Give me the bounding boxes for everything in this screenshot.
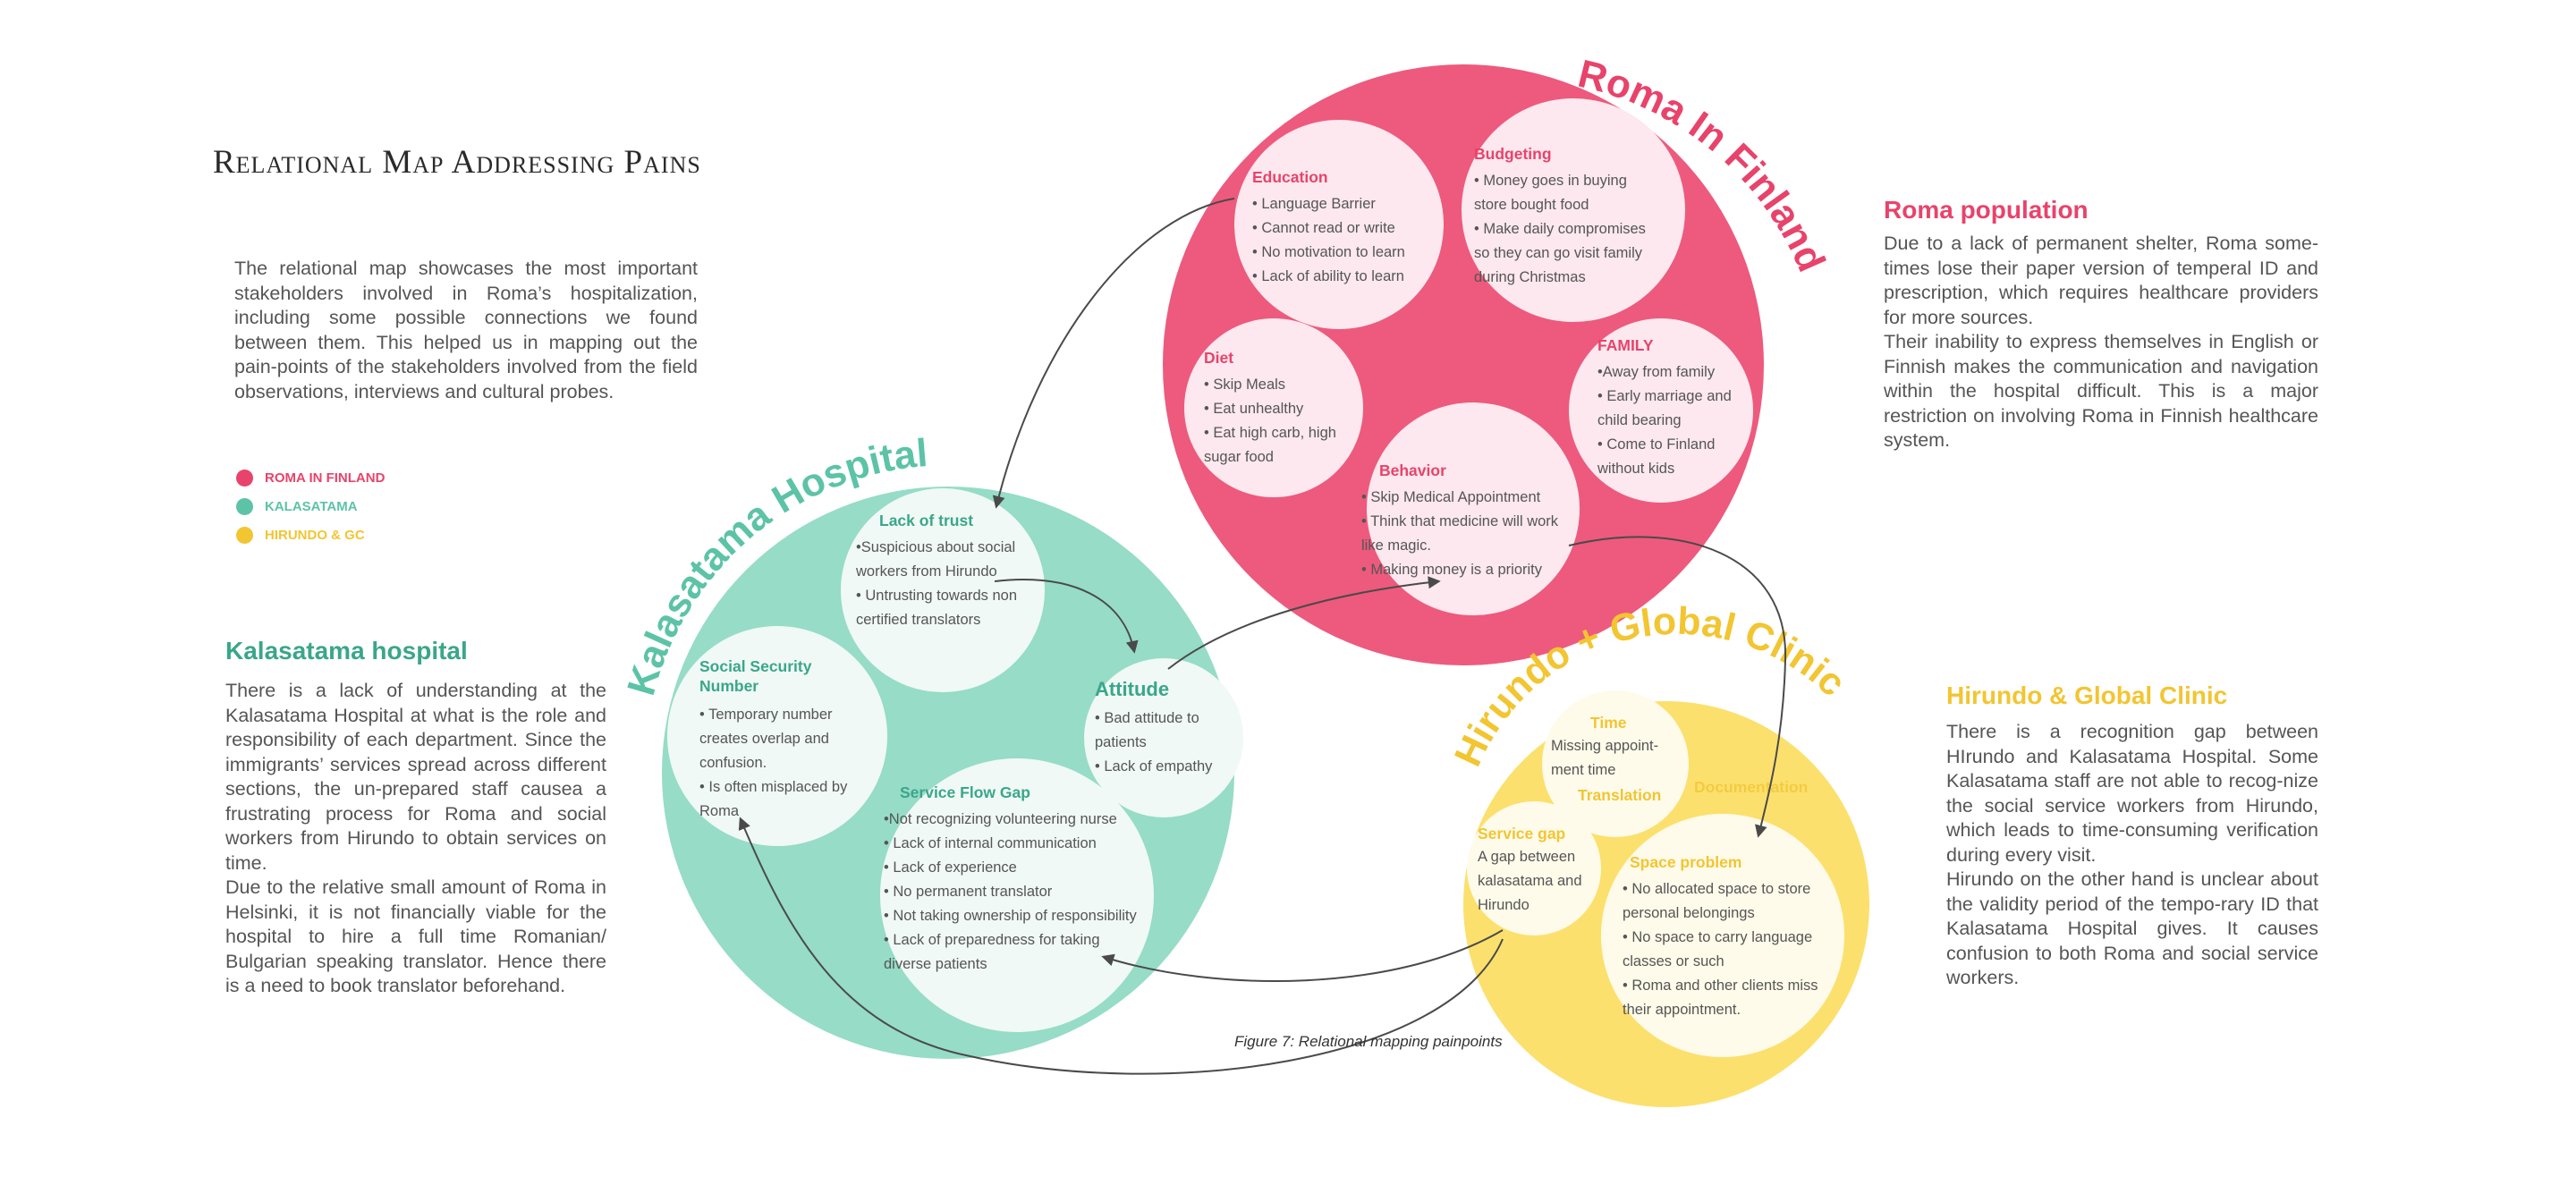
- time-text: Missing appoint-ment time: [1551, 738, 1659, 778]
- list-item: • Eat unhealthy: [1204, 401, 1304, 417]
- list-item: • Cannot read or write: [1252, 220, 1395, 236]
- list-item: • Not taking ownership of responsibility: [884, 908, 1137, 924]
- social-security-title: Social Security Number: [699, 657, 812, 695]
- list-item: • Untrusting towards non certified trans…: [856, 588, 1018, 628]
- arrow-education-to-trust: [992, 198, 1235, 509]
- list-item: • Lack of experience: [884, 859, 1017, 876]
- arrow-servicegap-to-social: [738, 817, 1504, 1075]
- service-gap-text: A gap between kalasatama and Hirundo: [1478, 849, 1582, 913]
- list-item: • Roma and other clients miss their appo…: [1623, 978, 1818, 1018]
- service-flow-gap-node: Service Flow Gap •Not recognizing volunt…: [880, 758, 1154, 1032]
- list-item: •Suspicious about social workers from Hi…: [856, 539, 1016, 580]
- list-item: • Skip Meals: [1204, 377, 1286, 393]
- hirundo-paragraph-2: Hirundo on the other hand is unclear abo…: [1946, 868, 2318, 988]
- education-node: Education • Language Barrier • Cannot re…: [1234, 120, 1444, 329]
- list-item: • No allocated space to store personal b…: [1623, 881, 1811, 921]
- list-item: • Come to Finland without kids: [1597, 436, 1716, 477]
- hirundo-section-title: Hirundo & Global Clinic: [1946, 681, 2228, 709]
- kalasatama-section-title: Kalasatama hospital: [225, 637, 468, 664]
- list-item: • Lack of empathy: [1095, 758, 1213, 775]
- lack-of-trust-title: Lack of trust: [879, 512, 974, 529]
- list-item: • Lack of internal communication: [884, 835, 1097, 851]
- legend-label: HIRUNDO & GC: [265, 528, 365, 543]
- service-gap-title: Service gap: [1478, 825, 1566, 842]
- list-item: •Away from family: [1597, 364, 1716, 380]
- kalasatama-cluster-label: Kalasatama Hospital: [619, 431, 929, 700]
- list-item: • No permanent translator: [884, 884, 1053, 900]
- roma-section-title: Roma population: [1884, 196, 2089, 224]
- family-node: FAMILY •Away from family • Early marriag…: [1569, 318, 1753, 503]
- budgeting-title: Budgeting: [1474, 145, 1552, 163]
- attitude-title: Attitude: [1095, 678, 1170, 700]
- arrow-servicegap-to-serviceflow: [1101, 929, 1504, 982]
- education-title: Education: [1252, 168, 1328, 186]
- documentation-title: Documentation: [1694, 778, 1809, 796]
- figure-caption: Figure 7: Relational mapping painpoints: [1234, 1033, 1503, 1050]
- legend-item-roma: ROMA IN FINLAND: [236, 470, 385, 487]
- kalasatama-paragraph-2: Due to the relative small amount of Roma…: [225, 876, 606, 996]
- time-title: Time: [1590, 714, 1627, 732]
- list-item: • Make daily compromises so they can go …: [1474, 221, 1646, 285]
- behavior-title: Behavior: [1379, 461, 1446, 479]
- legend-dot-kalasatama: [236, 498, 253, 515]
- list-item: • Is often misplaced by Roma: [699, 779, 848, 819]
- kalasatama-paragraph-1: There is a lack of understanding at the …: [225, 680, 606, 874]
- list-item: • Language Barrier: [1252, 196, 1376, 212]
- legend-item-hirundo: HIRUNDO & GC: [236, 527, 365, 544]
- list-item: •Not recognizing volunteering nurse: [884, 811, 1117, 827]
- list-item: • Think that medicine will work like mag…: [1361, 513, 1559, 554]
- legend-label: ROMA IN FINLAND: [265, 470, 386, 486]
- list-item: • Skip Medical Appointment: [1361, 489, 1541, 505]
- legend-item-kalasatama: KALASATAMA: [236, 498, 358, 515]
- legend-dot-hirundo: [236, 527, 253, 544]
- list-item: • Making money is a priority: [1361, 562, 1543, 578]
- legend-dot-roma: [236, 470, 253, 487]
- roma-cluster-label: Roma In Finland: [1574, 52, 1834, 278]
- intro-paragraph: The relational map showcases the most im…: [234, 258, 698, 402]
- list-item: • Bad attitude to patients: [1095, 710, 1199, 750]
- list-item: • Eat high carb, high sugar food: [1204, 425, 1336, 465]
- page-title: Relational Map Addressing Pains: [213, 144, 701, 181]
- arrow-attitude-to-behavior: [1167, 576, 1441, 670]
- service-flow-gap-title: Service Flow Gap: [900, 783, 1030, 801]
- family-title: FAMILY: [1597, 336, 1654, 354]
- diet-node: Diet • Skip Meals • Eat unhealthy • Eat …: [1184, 318, 1363, 497]
- attitude-node: Attitude • Bad attitude to patients • La…: [1084, 658, 1243, 817]
- list-item: • Early marriage and child bearing: [1597, 388, 1732, 428]
- hirundo-cluster-label: Hirundo + Global Clinic: [1446, 600, 1853, 774]
- service-gap-node: Service gap A gap between kalasatama and…: [1467, 801, 1601, 935]
- kalasatama-section-body: There is a lack of understanding at the …: [225, 679, 606, 999]
- list-item: • Lack of preparedness for taking divers…: [884, 932, 1100, 972]
- roma-section-body: Due to a lack of permanent shelter, Roma…: [1884, 232, 2318, 453]
- translation-title: Translation: [1578, 786, 1662, 804]
- list-item: • Temporary number creates overlap and c…: [699, 707, 833, 771]
- list-item: • Money goes in buying store bought food: [1474, 173, 1627, 213]
- hirundo-paragraph-1: There is a recognition gap between HIrun…: [1946, 721, 2318, 866]
- list-item: • Lack of ability to learn: [1252, 268, 1404, 284]
- list-item: • No motivation to learn: [1252, 244, 1405, 260]
- roma-paragraph-2: Their inability to express themselves in…: [1884, 331, 2318, 451]
- space-problem-node: Space problem • No allocated space to st…: [1601, 814, 1844, 1057]
- diet-title: Diet: [1204, 349, 1234, 367]
- space-problem-title: Space problem: [1630, 853, 1742, 871]
- arrow-trust-to-attitude: [994, 579, 1139, 654]
- budgeting-node: Budgeting • Money goes in buying store b…: [1462, 98, 1685, 322]
- social-security-node: Social Security Number • Temporary numbe…: [667, 626, 887, 846]
- arrow-behavior-to-space: [1568, 536, 1787, 838]
- legend-label: KALASATAMA: [265, 499, 358, 514]
- list-item: • No space to carry language classes or …: [1623, 929, 1813, 969]
- lack-of-trust-node: Lack of trust •Suspicious about social w…: [841, 488, 1045, 692]
- behavior-node: Behavior • Skip Medical Appointment • Th…: [1361, 402, 1580, 615]
- hirundo-section-body: There is a recognition gap between HIrun…: [1946, 720, 2318, 991]
- roma-paragraph-1: Due to a lack of permanent shelter, Roma…: [1884, 233, 2318, 328]
